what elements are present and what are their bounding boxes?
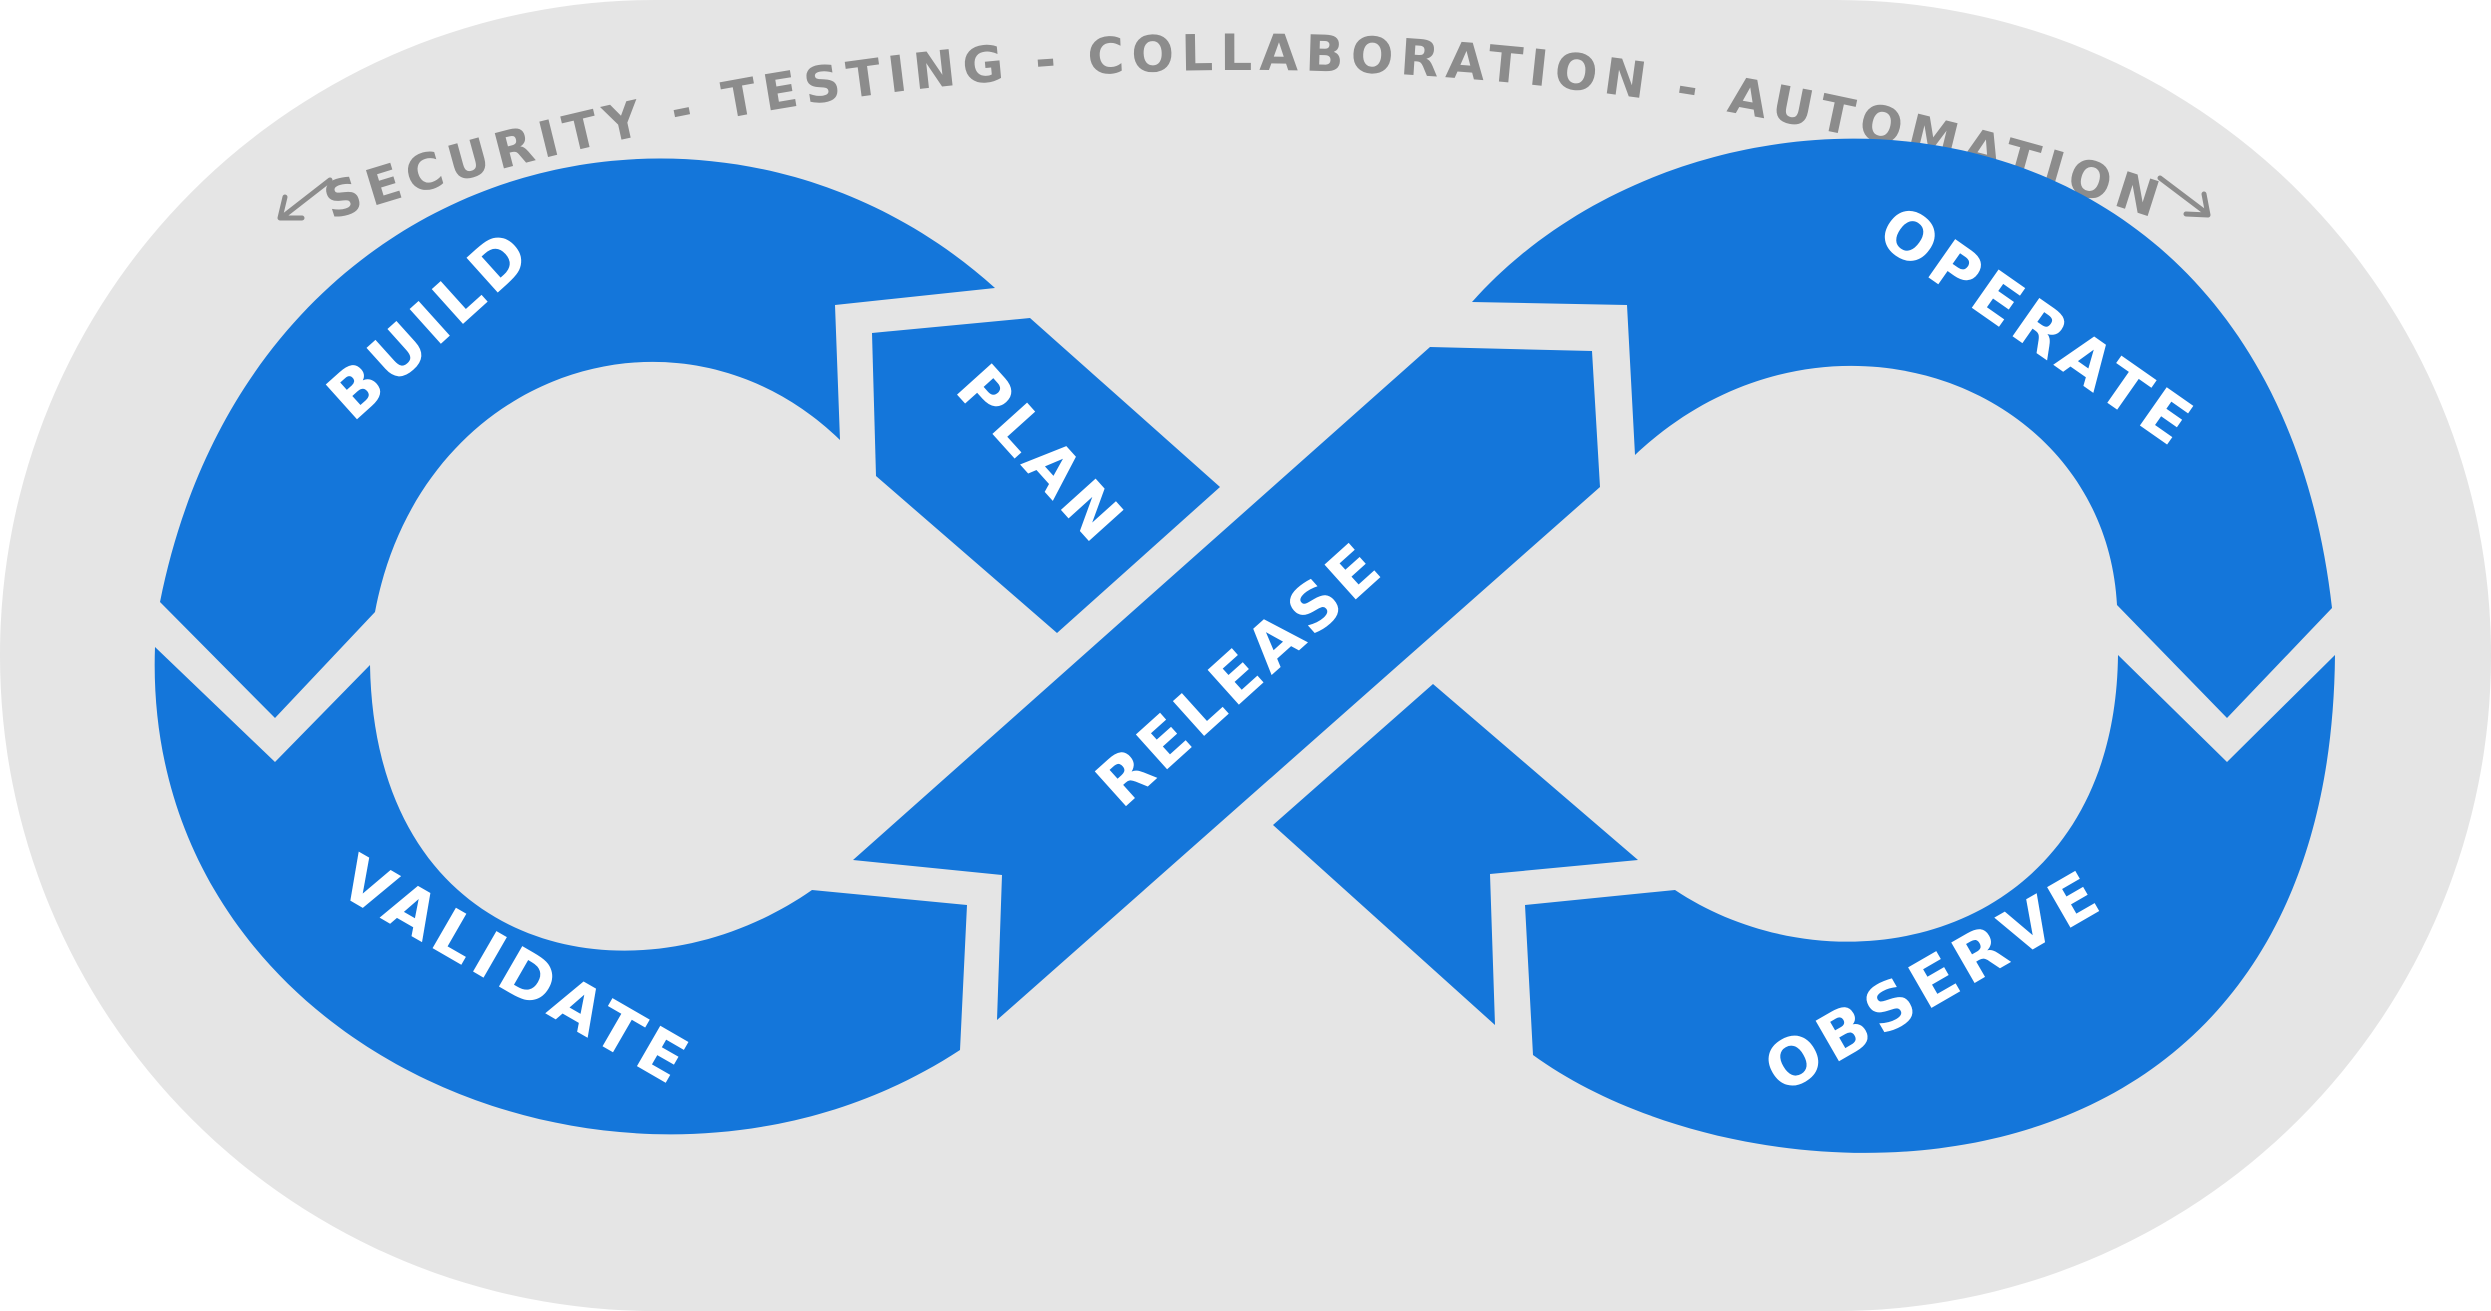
build-segment (160, 158, 995, 718)
validate-segment (154, 647, 967, 1135)
operate-segment (1472, 138, 2332, 718)
observe-segment (1525, 655, 2335, 1153)
right-arrow-icon (2157, 175, 2211, 218)
plan-segment (872, 318, 1220, 633)
observe-arrowhead (1273, 684, 1638, 1025)
release-segment (853, 347, 1600, 1020)
left-arrow-icon (277, 177, 333, 221)
